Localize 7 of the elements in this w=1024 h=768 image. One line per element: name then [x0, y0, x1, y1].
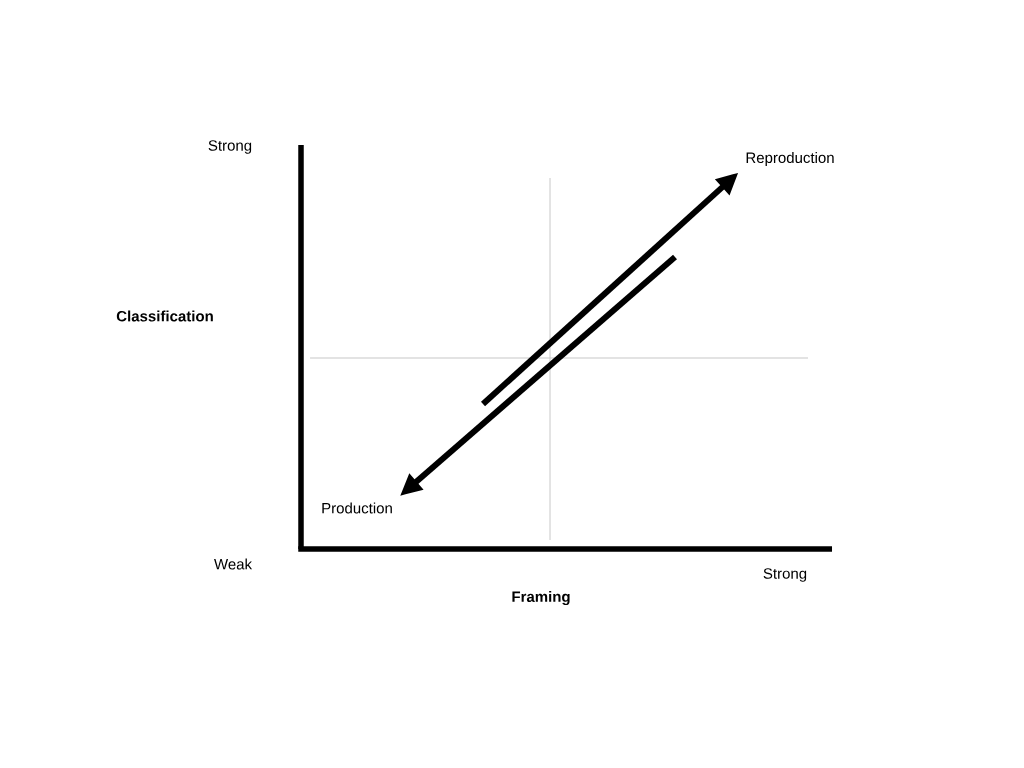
axis-title: Classification — [116, 310, 213, 322]
axis-label: Strong — [763, 568, 807, 582]
text-label: Reproduction — [746, 152, 834, 166]
axis-label: Weak — [214, 558, 253, 570]
text-label: Production — [322, 502, 392, 514]
axis-label: Strong — [208, 140, 252, 154]
axis-title: Framing — [512, 591, 570, 606]
